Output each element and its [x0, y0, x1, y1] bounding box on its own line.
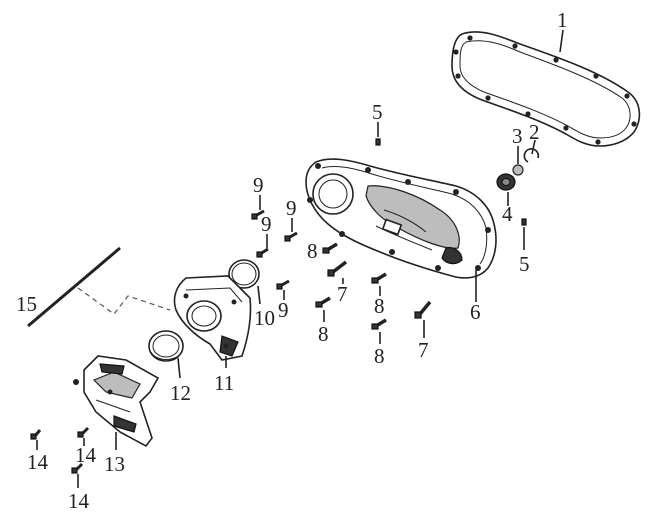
label-7-b: 7 [418, 338, 429, 362]
label-10: 10 [254, 306, 275, 330]
label-14-a: 14 [27, 450, 49, 474]
label-14-c: 14 [68, 489, 90, 513]
part-9-screw-a [251, 209, 265, 220]
part-12-seal-ring [148, 330, 184, 362]
part-2-circlip [523, 148, 540, 163]
label-14-b: 14 [75, 443, 97, 467]
leader-12 [177, 357, 181, 379]
label-9-a: 9 [253, 173, 264, 197]
label-12: 12 [170, 381, 191, 405]
label-9-d: 9 [278, 298, 289, 322]
part-14-screw-c [71, 462, 84, 474]
part-4-bearing [496, 173, 516, 191]
part-14-screw-b [77, 426, 90, 438]
part-8-bolt-c [371, 272, 387, 284]
part-9-screw-c [284, 231, 298, 242]
label-7-a: 7 [337, 282, 348, 306]
label-9-b: 9 [261, 212, 272, 236]
label-8-b: 8 [318, 322, 329, 346]
part-8-bolt-d [371, 318, 387, 330]
part-7-bolt-a [327, 260, 348, 277]
part-9-screw-d [276, 279, 290, 290]
leader-2 [531, 139, 536, 155]
label-1: 1 [557, 8, 568, 32]
part-7-bolt-b [414, 300, 432, 319]
part-1-gasket [451, 31, 641, 147]
label-11: 11 [214, 371, 234, 395]
label-6: 6 [470, 300, 481, 324]
label-5-right: 5 [519, 252, 530, 276]
label-3: 3 [512, 124, 523, 148]
part-5-dowel-top [375, 138, 381, 146]
label-2: 2 [529, 120, 540, 144]
part-10-o-ring [228, 259, 260, 289]
part-13-intake-duct [73, 355, 160, 448]
part-14-screw-a [30, 429, 42, 440]
part-8-bolt-b [315, 296, 331, 308]
label-4: 4 [502, 202, 513, 226]
part-9-screw-b [256, 247, 269, 258]
label-8-d: 8 [374, 344, 385, 368]
part-11-duct-cover [173, 275, 252, 361]
part-3-washer [512, 164, 524, 176]
label-9-c: 9 [286, 196, 297, 220]
label-8-c: 8 [374, 294, 385, 318]
label-8-a: 8 [307, 239, 318, 263]
label-13: 13 [104, 452, 125, 476]
leader-10 [257, 285, 261, 305]
part-15-dashed-connector [77, 287, 171, 315]
part-8-bolt-a [322, 242, 338, 254]
part-6-crankcase-cover [305, 158, 497, 279]
part-5-dowel-right [521, 218, 527, 226]
part-15-hose [27, 246, 121, 328]
leader-1 [559, 29, 564, 53]
label-5-top: 5 [372, 100, 383, 124]
label-15: 15 [16, 292, 37, 316]
